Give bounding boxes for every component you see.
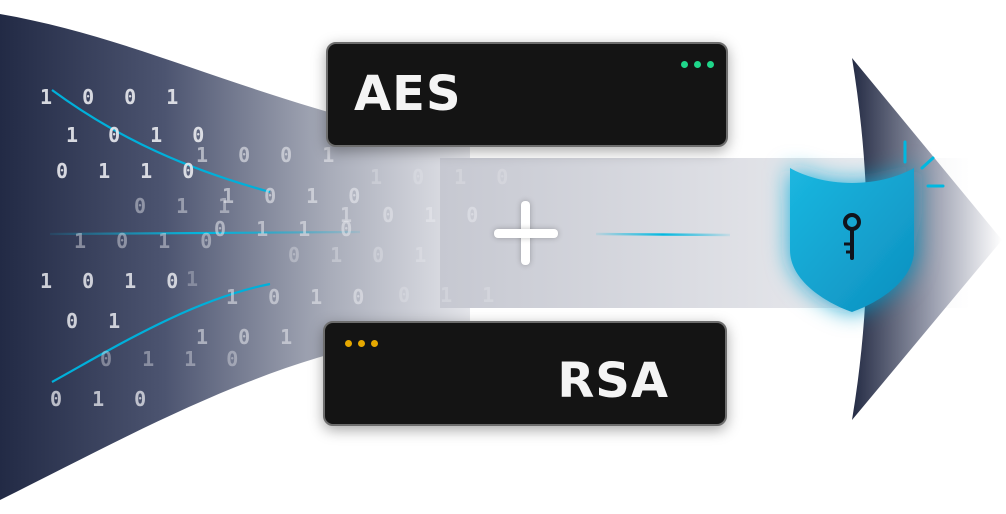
binary-row: 1 — [186, 267, 207, 291]
binary-row: 0 1 1 — [398, 283, 503, 307]
binary-row: 0 1 0 — [50, 387, 155, 411]
binary-row: 1 0 0 1 — [40, 85, 187, 109]
window-dots — [681, 61, 714, 68]
binary-row: 1 0 1 0 — [222, 184, 369, 208]
dot-icon — [345, 340, 352, 347]
binary-row: 1 0 1 0 — [340, 203, 487, 227]
key-icon — [843, 213, 861, 260]
binary-row: 0 1 1 — [134, 194, 239, 218]
accent-curve-bottom — [51, 282, 271, 383]
accent-curve-top — [51, 89, 271, 194]
dot-icon — [358, 340, 365, 347]
accent-line-right — [595, 232, 731, 237]
window-dots — [345, 340, 378, 347]
binary-row: 0 1 0 1 — [288, 243, 435, 267]
dot-icon — [694, 61, 701, 68]
plus-icon — [494, 201, 558, 265]
binary-row: 1 0 1 0 — [66, 123, 213, 147]
binary-row: 0 1 1 0 — [56, 159, 203, 183]
binary-row: 1 0 1 0 — [74, 229, 221, 253]
binary-row: 1 0 0 1 — [196, 143, 343, 167]
aes-title: AES — [354, 66, 462, 122]
rsa-card: RSA — [323, 321, 727, 426]
dot-icon — [371, 340, 378, 347]
binary-row: 1 0 1 0 — [370, 165, 517, 189]
binary-row: 1 0 1 0 — [196, 325, 343, 349]
dot-icon — [681, 61, 688, 68]
sparkle-icon — [903, 140, 945, 188]
binary-row: 0 1 — [66, 309, 129, 333]
aes-card: AES — [326, 42, 728, 147]
arrow-head — [852, 58, 1002, 420]
binary-row: 1 0 1 0 — [40, 269, 187, 293]
rsa-title: RSA — [557, 353, 669, 409]
binary-row: 1 0 1 0 — [226, 285, 373, 309]
binary-row: 0 1 1 0 — [100, 347, 247, 371]
accent-line-middle — [49, 230, 361, 236]
dot-icon — [707, 61, 714, 68]
binary-row: 0 1 1 0 — [214, 217, 361, 241]
